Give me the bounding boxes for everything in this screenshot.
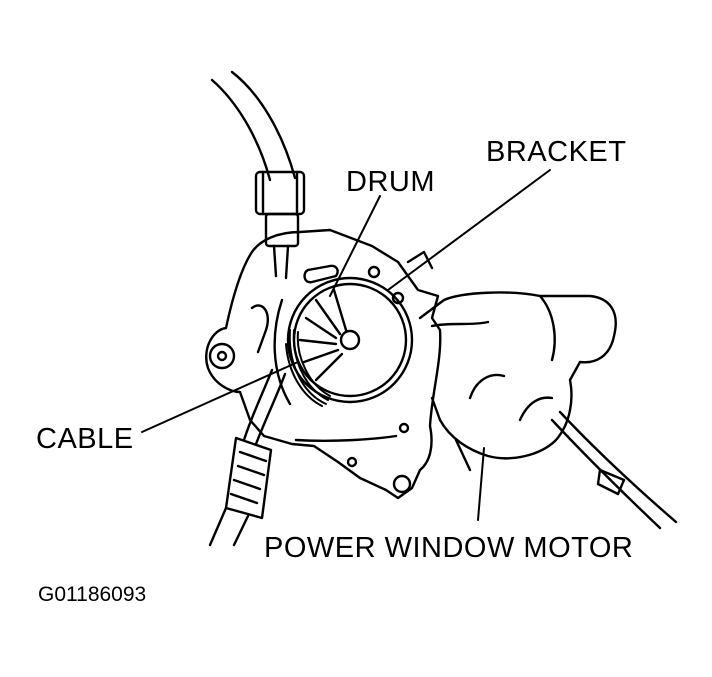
leader-lines	[141, 169, 551, 521]
upper-cable-conduit	[210, 70, 297, 182]
drum-label: DRUM	[346, 166, 435, 198]
bracket-label: BRACKET	[486, 136, 627, 168]
cable-label: CABLE	[36, 423, 134, 455]
cable-wrap	[285, 329, 331, 407]
cable-leader	[141, 361, 299, 433]
drum	[286, 276, 414, 404]
drum-leader	[329, 195, 381, 297]
lower-cable-conduit	[208, 368, 287, 547]
motor-harness	[550, 410, 678, 530]
regulator-plate	[205, 228, 442, 500]
lower-cable-end	[224, 436, 273, 520]
figure-id: G01186093	[38, 583, 147, 606]
power-window-motor-label: POWER WINDOW MOTOR	[264, 532, 634, 564]
motor-leader	[477, 447, 485, 521]
bracket-leader	[387, 169, 551, 291]
upper-cable-end	[254, 170, 306, 280]
power-window-motor	[418, 291, 617, 472]
